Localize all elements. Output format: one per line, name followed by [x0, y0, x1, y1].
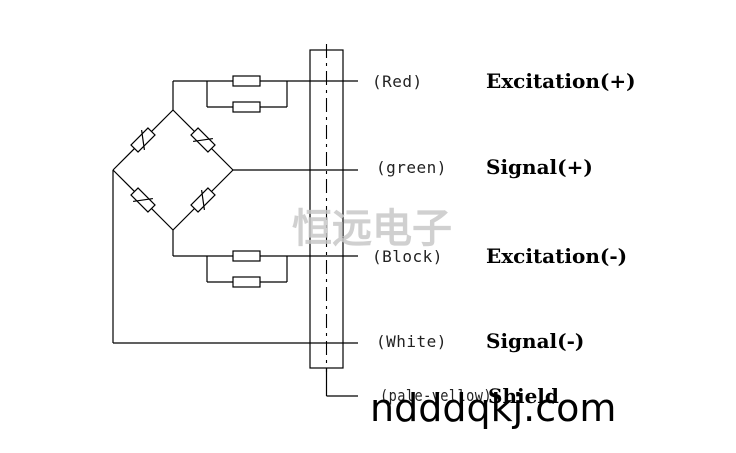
top-resistor-2 [232, 101, 261, 113]
bridge-resistor-top-right [190, 127, 216, 153]
label-red: (Red) [372, 72, 423, 91]
label-green: (green) [376, 158, 447, 177]
function-excitation-minus: Excitation(-) [486, 244, 627, 268]
function-excitation-plus: Excitation(+) [486, 69, 636, 93]
function-signal-minus: Signal(-) [486, 329, 584, 353]
label-pale-yellow: (pale-yellow) [380, 386, 492, 405]
bridge [112, 109, 234, 231]
bottom-compensation-network [172, 230, 358, 288]
label-white: (White) [376, 332, 447, 351]
function-signal-plus: Signal(+) [486, 155, 593, 179]
bottom-resistor-1 [232, 250, 261, 262]
top-resistor-1 [232, 75, 261, 87]
watermark-text: 恒远电子 [292, 205, 452, 252]
bridge-resistor-top-left [130, 127, 156, 153]
white-wire [112, 170, 358, 344]
bottom-resistor-2 [232, 276, 261, 288]
bridge-resistor-bottom-right [190, 187, 216, 213]
shield-wire [325, 368, 358, 397]
top-compensation-network [172, 75, 358, 113]
label-black: (Block) [372, 247, 443, 266]
function-shield: Shield [488, 384, 559, 408]
bridge-resistor-bottom-left [130, 187, 156, 213]
site-watermark: ndddqkj.com [370, 386, 616, 430]
